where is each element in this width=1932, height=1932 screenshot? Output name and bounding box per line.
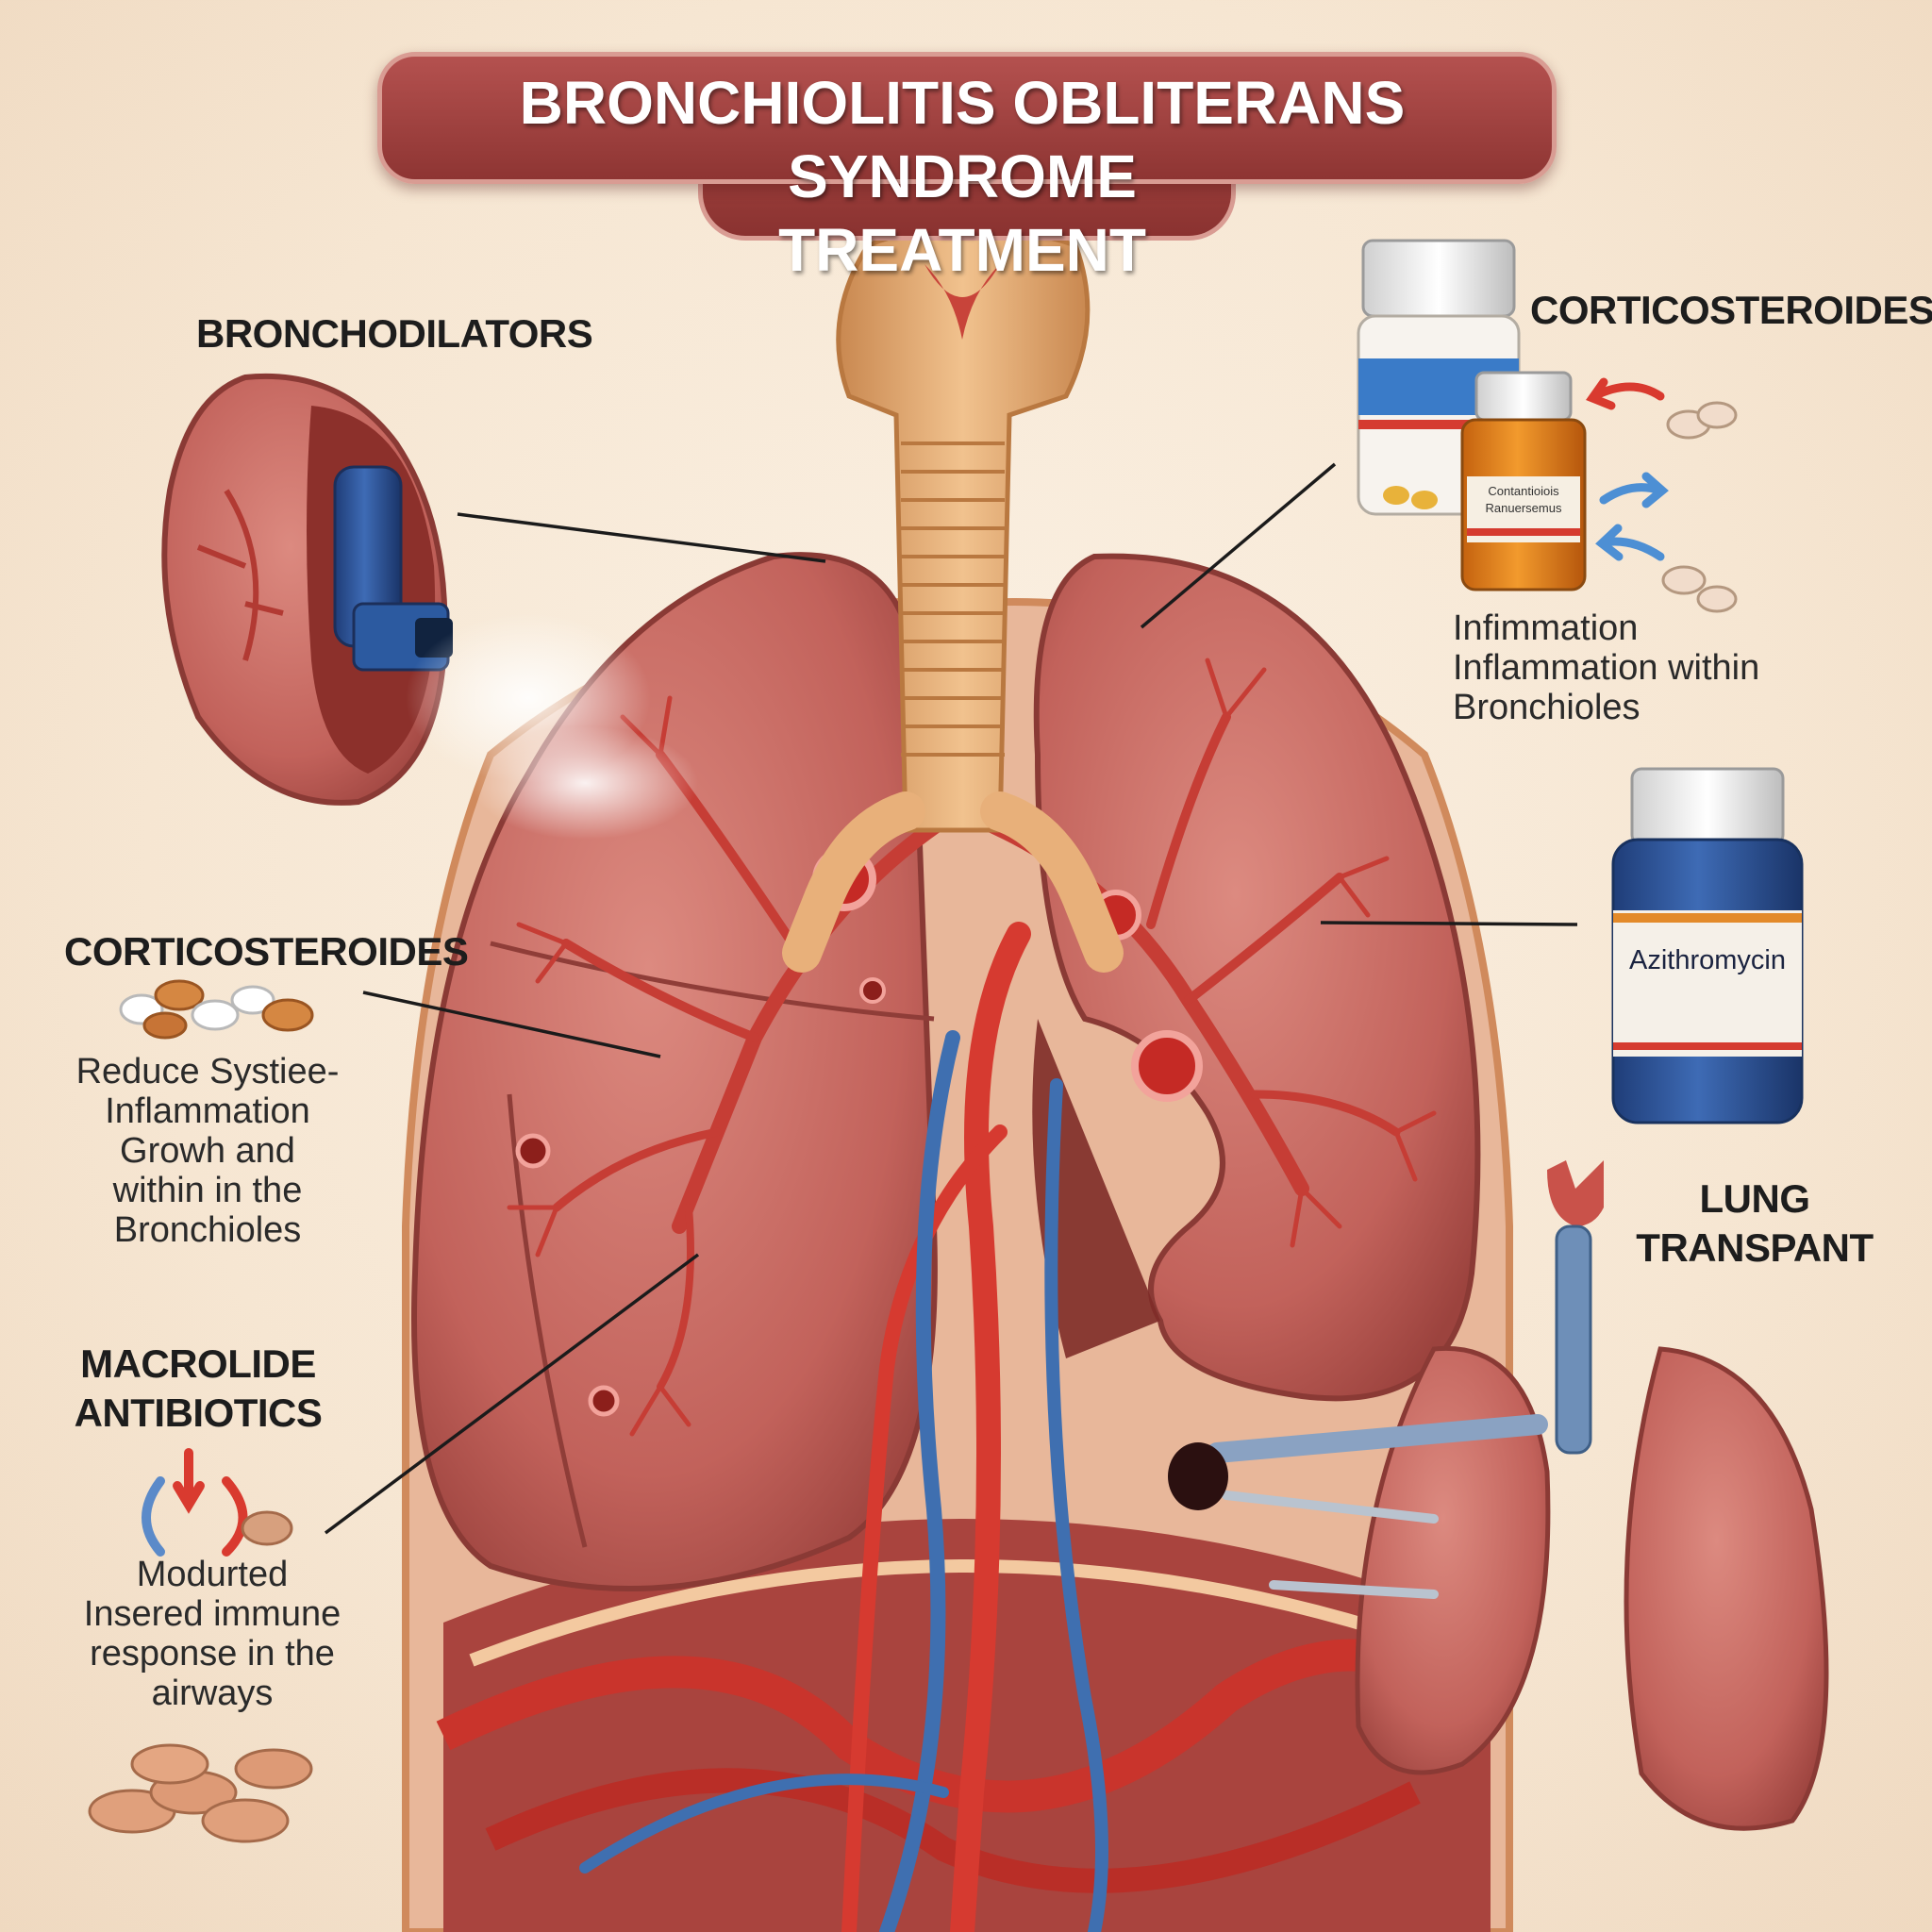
bottle-small-orange <box>1460 371 1587 591</box>
callout-lines <box>324 462 1578 1535</box>
trachea <box>782 224 1124 973</box>
desc-cortico-line-4: within in the <box>112 1171 303 1210</box>
desc-cortico-line-2: Inflammation <box>105 1091 310 1131</box>
small-bottle-line-2: Ranuersemus <box>1485 501 1562 515</box>
desc-macrolide: Modurted Insered immune response in the … <box>57 1555 368 1713</box>
label-lung-transplant: LUNG TRANSPANT <box>1604 1174 1906 1273</box>
page-title: BRONCHIOLITIS OBLITERANS SYNDROME TREATM… <box>377 66 1547 287</box>
desc-top-right: Infimmation Inflammation within Bronchio… <box>1453 608 1759 727</box>
bottle-azithromycin <box>1611 767 1804 1124</box>
label-macrolide-antibiotics: MACROLIDE ANTIBIOTICS <box>66 1340 330 1438</box>
arrow-icons-top-right <box>1586 377 1669 561</box>
spray-mist-upper <box>472 726 698 840</box>
desc-top-right-line-1: Infimmation <box>1453 608 1639 648</box>
pills-top-right <box>1661 401 1738 613</box>
left-lung <box>1032 553 1481 1402</box>
transplant-lungs <box>1168 1160 1829 1831</box>
desc-macrolide-line-4: airways <box>151 1674 274 1713</box>
desc-macrolide-line-2: Insered immune <box>83 1594 341 1634</box>
label-corticosteroids-left: CORTICOSTEROIDES <box>64 929 469 974</box>
title-banner <box>377 52 1557 184</box>
title-line-1: BRONCHIOLITIS OBLITERANS SYNDROME <box>519 69 1406 210</box>
small-bottle-line-1: Contantioiois <box>1488 484 1559 498</box>
label-macrolide-line-1: MACROLIDE <box>80 1341 316 1386</box>
pills-cluster-cortico <box>119 979 314 1040</box>
desc-macrolide-line-1: Modurted <box>136 1555 289 1594</box>
label-lung-line-1: LUNG <box>1699 1176 1811 1221</box>
desc-top-right-line-2: Inflammation within <box>1453 648 1760 688</box>
bronchodilator-inset <box>161 373 448 806</box>
azithromycin-bottle-label: Azithromycin <box>1629 945 1786 975</box>
label-bronchodilators: BRONCHODILATORS <box>196 311 593 356</box>
small-bottle-label: Contantioiois Ranuersemus <box>1467 483 1580 517</box>
bronchial-tree <box>507 658 1437 1437</box>
macrolide-cycle-icon <box>142 1448 293 1557</box>
desc-cortico-line-1: Reduce Systiee- <box>75 1052 340 1091</box>
desc-macrolide-line-3: response in the <box>90 1634 335 1674</box>
desc-cortico-line-3: Growh and <box>120 1131 295 1171</box>
title-line-2: TREATMENT <box>778 216 1146 284</box>
label-macrolide-line-2: ANTIBIOTICS <box>74 1391 323 1435</box>
pills-cluster-bottom <box>88 1743 313 1843</box>
desc-corticosteroids-left: Reduce Systiee- Inflammation Growh and w… <box>57 1052 358 1250</box>
blood-vessels <box>579 922 1108 1932</box>
label-corticosteroids-top: CORTICOSTEROIDES <box>1530 288 1932 332</box>
desc-cortico-line-5: Bronchioles <box>113 1210 302 1250</box>
desc-top-right-line-3: Bronchioles <box>1453 688 1641 727</box>
label-lung-line-2: TRANSPANT <box>1636 1225 1874 1270</box>
